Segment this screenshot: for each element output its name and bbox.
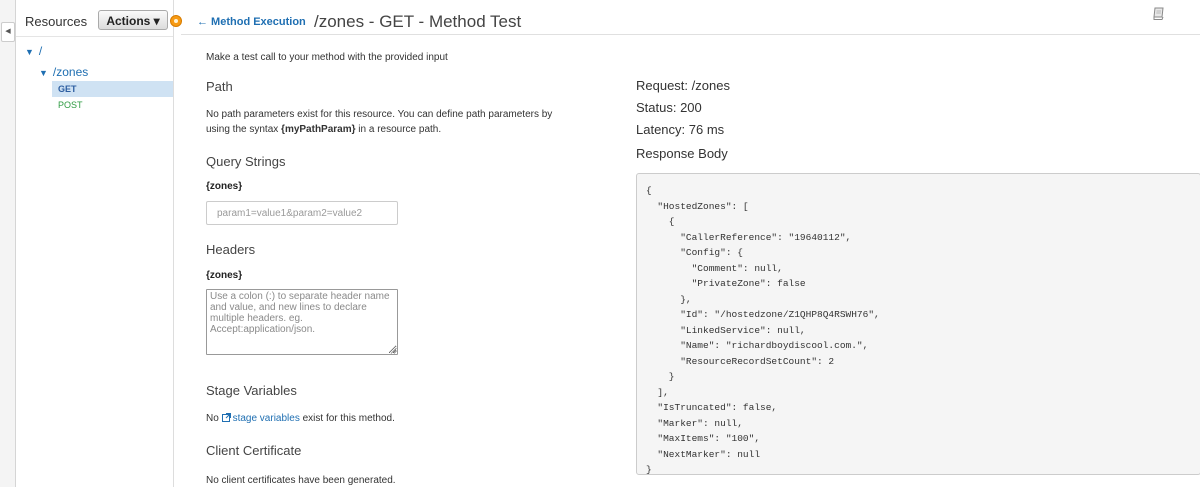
sidebar-title: Resources bbox=[25, 14, 88, 29]
stage-variables-link[interactable]: stage variables bbox=[232, 413, 300, 424]
sidebar-header: Resources Actions ▾ bbox=[16, 0, 173, 37]
tree-item-root[interactable]: ▼/ bbox=[25, 44, 42, 58]
stage-variables-prefix: No bbox=[206, 413, 222, 424]
query-strings-input[interactable] bbox=[206, 201, 398, 225]
response-body-title: Response Body bbox=[636, 146, 728, 161]
caret-down-icon[interactable]: ▼ bbox=[25, 47, 34, 57]
stage-variables-suffix: exist for this method. bbox=[299, 413, 395, 424]
method-execution-link[interactable]: ← Method Execution bbox=[197, 16, 306, 28]
tree-item-post-method[interactable]: POST bbox=[58, 100, 83, 110]
response-body-code: { "HostedZones": [ { "CallerReference": … bbox=[646, 185, 880, 475]
query-strings-title: Query Strings bbox=[206, 154, 286, 169]
path-text-line2-prefix: using the syntax bbox=[206, 124, 282, 135]
external-link-icon bbox=[221, 413, 231, 422]
top-bar: ← Method Execution /zones - GET - Method… bbox=[181, 0, 1200, 35]
tree-item-get-method[interactable]: GET bbox=[52, 81, 173, 97]
path-text-line1: No path parameters exist for this resour… bbox=[206, 109, 553, 120]
tree-item-label: / bbox=[38, 44, 43, 58]
main-panel: ← Method Execution /zones - GET - Method… bbox=[181, 0, 1200, 487]
chevron-left-icon: ◀ bbox=[5, 28, 11, 35]
page-title: /zones - GET - Method Test bbox=[314, 12, 522, 31]
stage-variables-text: No stage variables exist for this method… bbox=[206, 411, 596, 426]
intro-text: Make a test call to your method with the… bbox=[206, 52, 448, 63]
client-certificate-text: No client certificates have been generat… bbox=[206, 475, 396, 486]
path-text-line2-suffix: in a resource path. bbox=[355, 124, 442, 135]
request-line: Request: /zones bbox=[636, 78, 730, 93]
path-section-title: Path bbox=[206, 79, 233, 94]
query-strings-label: {zones} bbox=[206, 181, 243, 192]
stage-variables-title: Stage Variables bbox=[206, 383, 297, 398]
latency-line: Latency: 76 ms bbox=[636, 122, 725, 137]
path-param-syntax: {myPathParam} bbox=[281, 124, 356, 135]
headers-textarea[interactable] bbox=[206, 289, 398, 355]
tree-item-label: /zones bbox=[52, 65, 89, 79]
caret-down-icon[interactable]: ▼ bbox=[39, 68, 48, 78]
collapse-sidebar-button[interactable]: ◀ bbox=[1, 22, 15, 42]
resources-sidebar: Resources Actions ▾ ▼/ ▼/zones GET POST bbox=[16, 0, 174, 487]
left-rail: ◀ bbox=[0, 0, 16, 487]
book-icon[interactable] bbox=[1152, 7, 1165, 21]
headers-label: {zones} bbox=[206, 270, 243, 281]
actions-button[interactable]: Actions ▾ bbox=[98, 10, 168, 30]
client-certificate-title: Client Certificate bbox=[206, 443, 302, 458]
status-line: Status: 200 bbox=[636, 100, 702, 115]
orange-dot-icon[interactable] bbox=[170, 15, 182, 27]
tree-item-zones[interactable]: ▼ /zones bbox=[39, 65, 88, 79]
path-description: No path parameters exist for this resour… bbox=[206, 107, 596, 137]
response-body-box[interactable]: { "HostedZones": [ { "CallerReference": … bbox=[636, 173, 1200, 475]
headers-title: Headers bbox=[206, 242, 256, 257]
